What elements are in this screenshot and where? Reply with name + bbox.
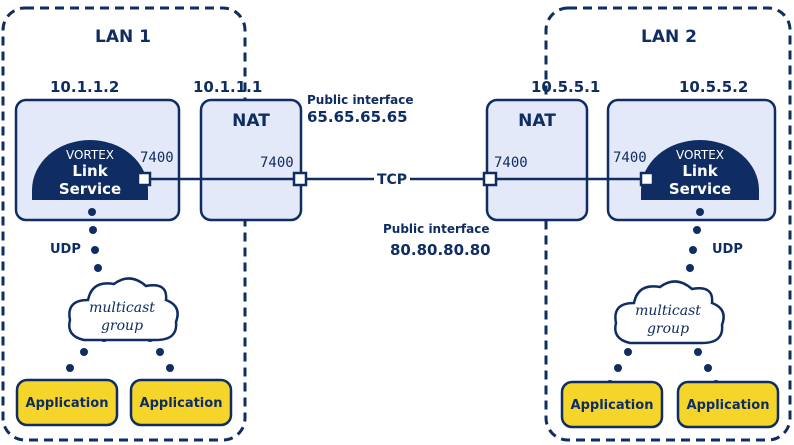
lan1-service-line1: Link <box>72 162 108 180</box>
lan1-cloud-line2: group <box>101 318 143 334</box>
lan1-nat-port: 7400 <box>260 155 294 171</box>
lan2-vortex-service <box>641 140 759 200</box>
public1-label: Public interface <box>307 93 413 107</box>
lan1-nat-label: NAT <box>232 111 270 131</box>
lan1-nat-box <box>199 98 303 222</box>
lan1-application-label-1: Application <box>26 396 109 411</box>
lan2-cloud-line1: multicast <box>635 303 701 319</box>
lan1-service-port-icon <box>136 171 152 187</box>
lan2-service-line1: Link <box>682 162 718 180</box>
lan1-service-line2: Service <box>59 180 121 198</box>
lan2-nat-port-icon <box>482 171 498 187</box>
lan1-boundary <box>1 6 247 442</box>
lan2-application-box-2 <box>676 380 780 429</box>
lan1-application-box-2 <box>129 378 233 427</box>
lan2-nat-ip: 10.5.5.1 <box>531 78 600 96</box>
lan2-service-brand: VORTEX <box>676 148 724 162</box>
lan1-application-label-2: Application <box>140 396 223 411</box>
lan2-application-box-1 <box>560 380 664 429</box>
lan1-vortex-service <box>32 140 148 200</box>
lan2-boundary <box>544 6 792 442</box>
lan1-cloud-icon <box>68 277 179 342</box>
lan2-service-line2: Service <box>669 180 731 198</box>
lan1-host-ip: 10.1.1.2 <box>50 78 119 96</box>
lan2-application-label-1: Application <box>571 398 654 413</box>
lan1-nat-ip: 10.1.1.1 <box>193 78 262 96</box>
public2-ip: 80.80.80.80 <box>390 241 491 259</box>
lan2-udp-path <box>606 208 720 388</box>
lan1-application-box-1 <box>15 378 119 427</box>
lan2-cloud-line2: group <box>647 321 689 337</box>
lan1-cloud-line1: multicast <box>89 300 155 316</box>
tcp-label: TCP <box>377 172 407 188</box>
lan2-udp-label: UDP <box>712 242 743 257</box>
lan1-udp-label: UDP <box>50 242 81 257</box>
lan2-title: LAN 2 <box>641 27 697 47</box>
lan2-application-label-2: Application <box>687 398 770 413</box>
lan1-service-port: 7400 <box>140 150 174 166</box>
lan2-host-ip: 10.5.5.2 <box>679 78 748 96</box>
lan1-service-brand: VORTEX <box>66 148 114 162</box>
lan2-nat-port: 7400 <box>494 155 528 171</box>
lan1-title: LAN 1 <box>95 27 151 47</box>
lan2-nat-label: NAT <box>518 111 556 131</box>
lan2-nat-box <box>485 98 589 222</box>
lan2-service-port: 7400 <box>613 150 647 166</box>
lan1-nat-port-icon <box>292 171 308 187</box>
public2-label: Public interface <box>383 222 489 236</box>
lan2-service-port-icon <box>639 171 655 187</box>
lan2-cloud-icon <box>614 280 725 345</box>
public1-ip: 65.65.65.65 <box>307 108 408 126</box>
